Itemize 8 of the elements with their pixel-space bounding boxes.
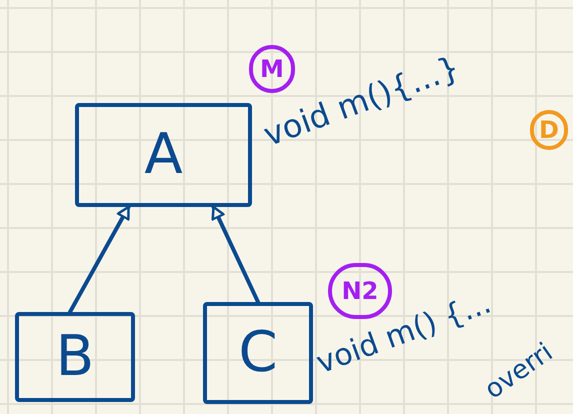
class-box: A: [75, 103, 252, 207]
circled-marker: M: [249, 45, 295, 93]
class-box: C: [203, 302, 313, 404]
inheritance-arrow: [68, 205, 130, 314]
inheritance-arrow: [211, 205, 260, 304]
circled-marker: N2: [328, 263, 392, 319]
circled-marker: D: [530, 110, 568, 150]
class-box: B: [15, 312, 135, 402]
